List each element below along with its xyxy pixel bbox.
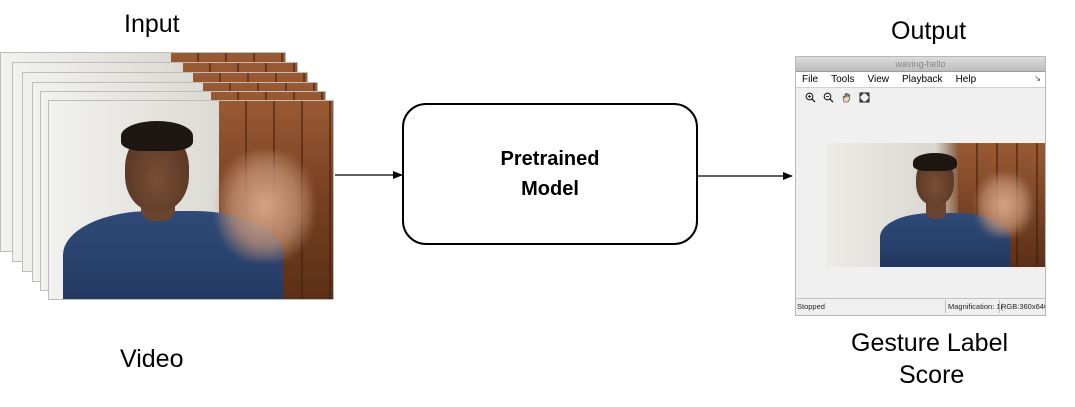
output-caption-line1: Gesture Label: [851, 329, 1009, 357]
viewer-window: waving-hello File Tools View Playback He…: [795, 56, 1046, 316]
menu-view[interactable]: View: [867, 74, 889, 85]
status-format: RGB:360x640: [1001, 302, 1046, 311]
menu-playback[interactable]: Playback: [901, 74, 943, 85]
pretrained-model-box: Pretrained Model: [402, 103, 698, 245]
fit-to-window-icon[interactable]: [859, 92, 870, 103]
pan-hand-icon[interactable]: [841, 92, 852, 103]
zoom-in-icon[interactable]: [805, 92, 816, 103]
input-caption: Video: [120, 345, 184, 373]
video-frame-main: [48, 100, 334, 300]
input-title: Input: [124, 10, 180, 38]
toolbar: [796, 88, 1045, 106]
status-bar: Stopped Magnification: 1( RGB:360x640 28…: [796, 298, 1045, 315]
menu-file[interactable]: File: [802, 74, 819, 85]
model-label-line1: Pretrained: [500, 148, 600, 170]
zoom-out-icon[interactable]: [823, 92, 834, 103]
status-state: Stopped: [797, 302, 825, 311]
video-preview-image: [826, 143, 1045, 267]
menu-tools[interactable]: Tools: [831, 74, 855, 85]
output-title: Output: [891, 17, 967, 45]
output-caption-line2: Score: [899, 361, 965, 389]
model-label-line2: Model: [521, 178, 579, 200]
window-title-bar: waving-hello: [796, 57, 1045, 72]
menu-help[interactable]: Help: [955, 74, 977, 85]
menu-bar: File Tools View Playback Help ↘: [796, 72, 1045, 88]
status-magnification: Magnification: 1(: [948, 302, 1004, 311]
pin-icon[interactable]: ↘: [1034, 74, 1041, 83]
